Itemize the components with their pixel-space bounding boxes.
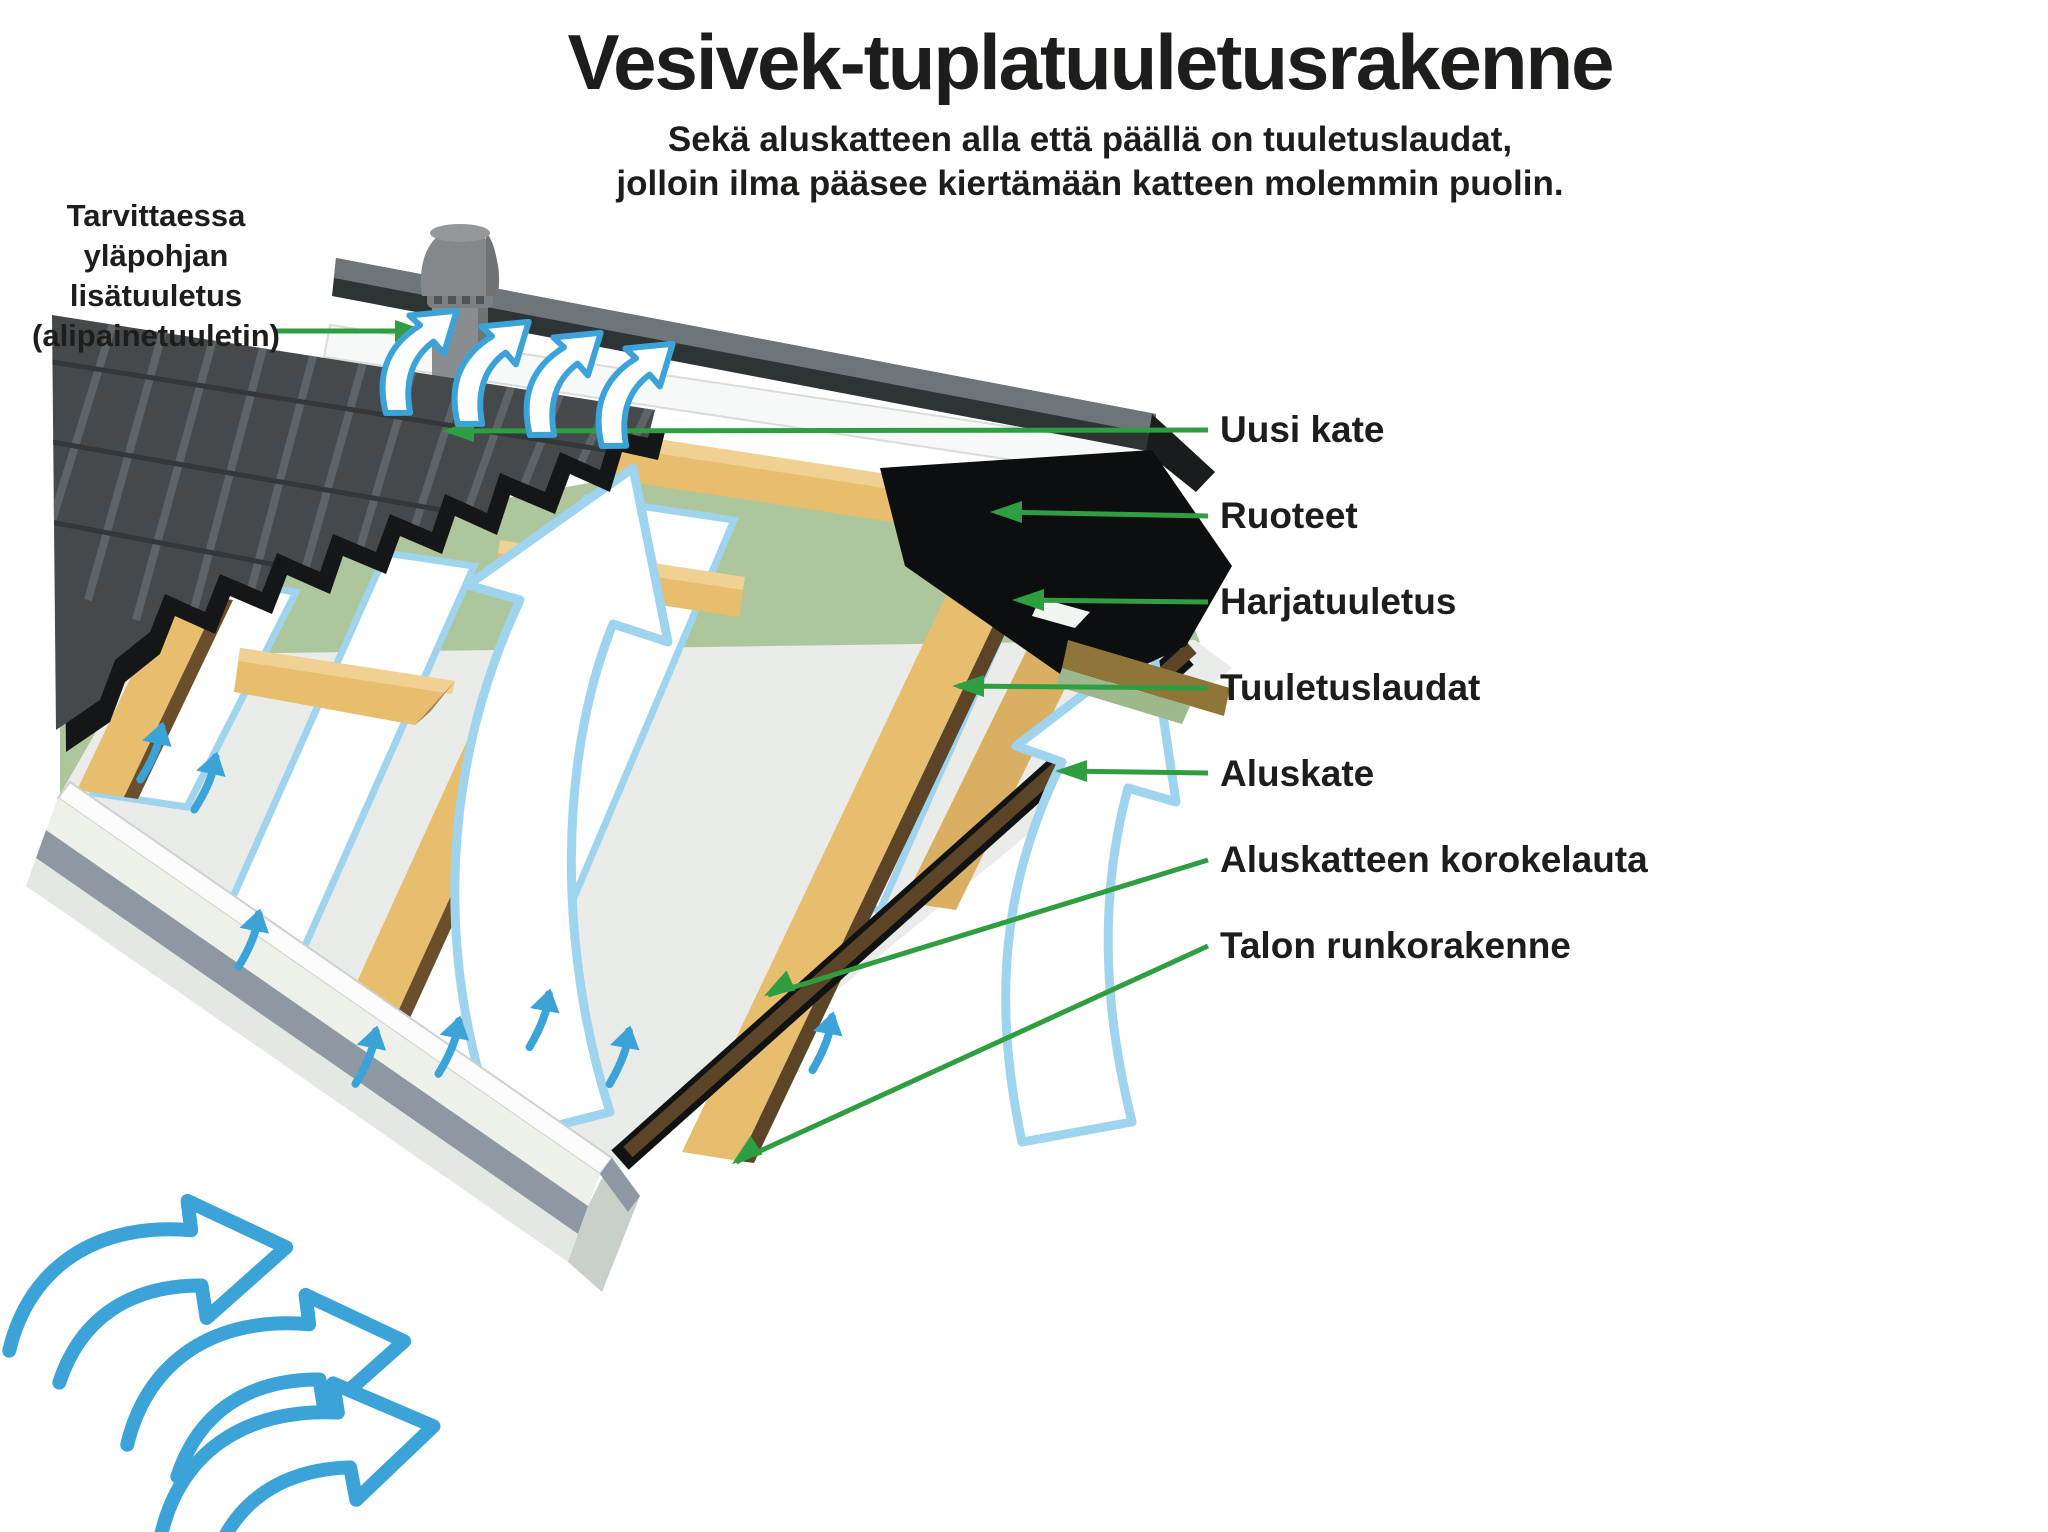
subtitle-line-2: jolloin ilma pääsee kiertämään katteen m…: [616, 163, 1564, 203]
page-title: Vesivek-tuplatuuletusrakenne: [567, 18, 1614, 106]
header: Vesivek-tuplatuuletusrakenne Sekä aluska…: [132, 18, 2048, 206]
callout-line-runkorakenne: [732, 943, 1210, 1165]
callout-label-uusi-kate: Uusi kate: [1220, 409, 1385, 450]
callout-label-harjatuuletus: Harjatuuletus: [1220, 581, 1457, 622]
callout-label-aluskatteen-korokelauta: Aluskatteen korokelauta: [1220, 839, 1648, 880]
callout-line-harjatuuletus: [1012, 589, 1209, 611]
eaves-fascia-board: [26, 780, 640, 1292]
far-roof-slab: [332, 258, 1215, 492]
subtitle-line-1: Sekä aluskatteen alla että päällä on tuu…: [667, 119, 1513, 159]
gable-end: [880, 450, 1232, 724]
callout-line-aluskate: [1055, 760, 1209, 782]
callout-arrows: [276, 320, 1210, 1165]
callout-label-aluskate: Aluskate: [1220, 753, 1375, 794]
callout-label-tuuletuslaudat: Tuuletuslaudat: [1220, 667, 1481, 708]
callout-line-ruoteet: [990, 501, 1209, 523]
callout-label-ruoteet: Ruoteet: [1220, 495, 1358, 536]
side-note-vent-label: Tarvittaessa yläpohjan lisätuuletus (ali…: [8, 196, 304, 356]
callout-line-tuuletuslaudat: [952, 675, 1209, 697]
page-subtitle: Sekä aluskatteen alla että päällä on tuu…: [132, 118, 2048, 206]
air-flow-arrow-large: [450, 463, 673, 1145]
side-note-line-3: (alipainetuuletin): [32, 318, 280, 353]
callout-line-korokelauta: [764, 857, 1209, 998]
eaves-intake-arrows: [0, 1142, 433, 1532]
side-note-line-1: Tarvittaessa yläpohjan: [66, 198, 246, 273]
side-note-line-2: lisätuuletus: [69, 278, 243, 313]
callout-label-talon-runkorakenne: Talon runkorakenne: [1220, 925, 1571, 966]
